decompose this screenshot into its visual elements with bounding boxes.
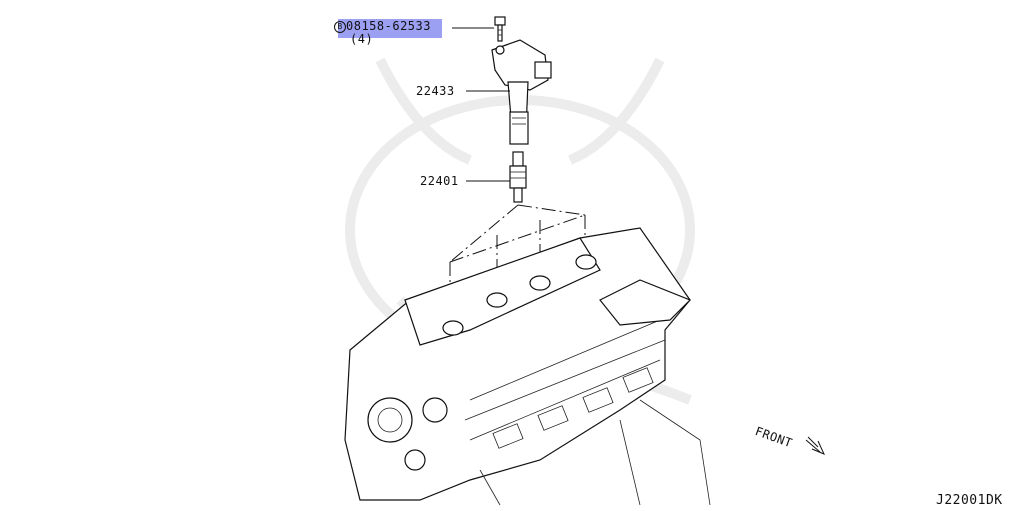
bolt-part-number: 08158-62533 xyxy=(346,19,431,33)
ignition-coil-part xyxy=(491,39,552,145)
bolt-symbol: B xyxy=(334,20,346,33)
spark-plug-part-number[interactable]: 22401 xyxy=(420,174,459,188)
bolt-part xyxy=(494,16,506,42)
front-arrow xyxy=(805,436,825,455)
coil-part-number[interactable]: 22433 xyxy=(416,84,455,98)
cylinder-head xyxy=(344,227,711,506)
bolt-quantity: (4) xyxy=(350,32,374,46)
selected-part-highlight[interactable] xyxy=(338,19,442,38)
diagram-code: J22001DK xyxy=(936,493,1003,508)
spark-plug-part xyxy=(509,151,527,203)
